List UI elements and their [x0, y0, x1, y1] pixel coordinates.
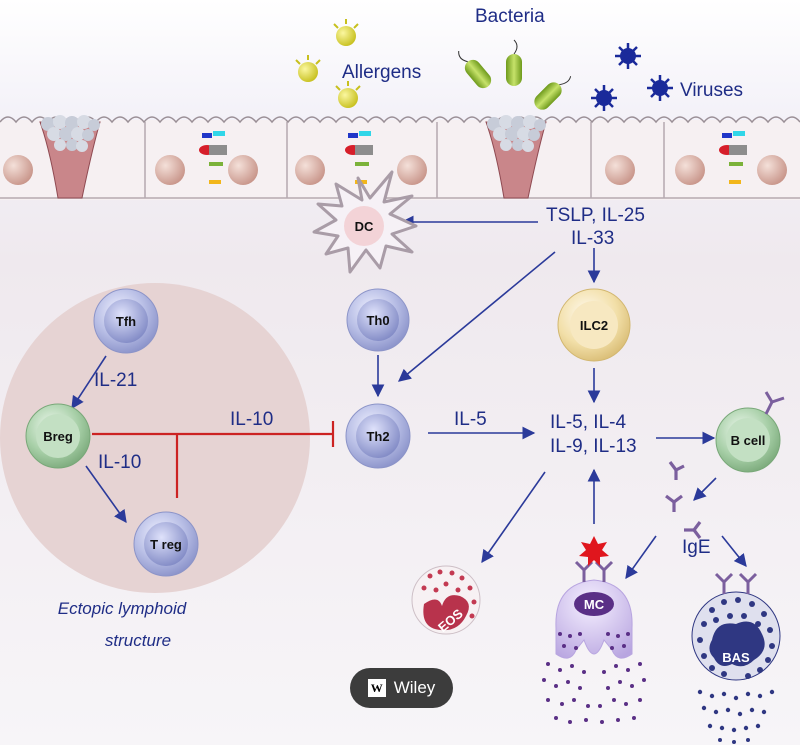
arrow-cytokines-to-eos — [481, 471, 546, 564]
label-viruses: Viruses — [680, 80, 743, 101]
arrow-breg-to-treg — [85, 465, 127, 524]
label-ectopic-2: structure — [105, 631, 171, 650]
virus-particles — [591, 43, 673, 111]
label-cytokines-2: IL-9, IL-13 — [550, 436, 637, 457]
allergen-icon — [295, 55, 321, 82]
tfh-label: Tfh — [116, 314, 136, 329]
label-il33: IL-33 — [571, 228, 614, 249]
bacterium-icon — [458, 50, 492, 89]
arrows — [71, 215, 747, 580]
bacterium-icon — [534, 76, 572, 110]
goblet-cell-right — [485, 115, 547, 199]
label-il21: IL-21 — [94, 370, 137, 391]
label-cytokines-1: IL-5, IL-4 — [550, 412, 626, 433]
bacterium-icon — [506, 39, 522, 86]
th2-label: Th2 — [366, 429, 389, 444]
label-bacteria: Bacteria — [475, 6, 545, 27]
virus-icon — [615, 43, 641, 69]
bas-label: BAS — [722, 650, 750, 665]
ige-antibodies — [665, 461, 702, 539]
wiley-badge-label: Wiley — [393, 678, 436, 697]
b-cell: B cell — [715, 391, 785, 473]
label-il10: IL-10 — [98, 452, 141, 473]
eosinophil: EOS — [411, 565, 481, 635]
allergen-icon — [335, 81, 361, 108]
wiley-logo-icon: W — [367, 679, 386, 697]
virus-icon — [591, 85, 617, 111]
il10-inhibition — [92, 421, 335, 498]
ilc2-label: ILC2 — [580, 318, 608, 333]
arrow-ige-to-mc — [625, 535, 657, 580]
th0-label: Th0 — [366, 313, 389, 328]
bcell-label: B cell — [731, 433, 766, 448]
epithelium — [0, 115, 800, 200]
ige-icon — [665, 494, 683, 512]
arrow-bcell-to-ige — [693, 477, 717, 501]
allergen-particles — [295, 19, 361, 108]
allergen-icon — [333, 19, 359, 46]
label-ectopic-1: Ectopic lymphoid — [58, 599, 187, 618]
tight-junction-1 — [199, 131, 227, 184]
treg-label: T reg — [150, 537, 182, 552]
tfh-cell: Tfh — [93, 288, 159, 354]
arrow-tfh-to-breg — [71, 355, 107, 410]
arrow-ige-to-bas — [721, 535, 747, 567]
arrow-il33-to-th2 — [398, 251, 556, 382]
wiley-badge[interactable]: W Wiley — [350, 668, 453, 708]
ige-icon — [684, 521, 702, 539]
ige-icon — [668, 461, 685, 480]
bcr-icon — [764, 391, 785, 415]
ectopic-lymphoid-structure — [0, 283, 310, 593]
dendritic-cell: DC — [312, 170, 418, 274]
basophil: BAS — [691, 572, 781, 744]
epithelial-nuclei — [3, 155, 787, 185]
th0-cell: Th0 — [346, 288, 410, 352]
treg-cell: T reg — [133, 511, 199, 577]
goblet-cell-left — [39, 115, 101, 199]
label-il5: IL-5 — [454, 409, 487, 430]
tight-junction-3 — [719, 131, 747, 184]
label-ige: IgE — [682, 537, 711, 558]
basophil-degranulation — [697, 689, 775, 744]
bacteria-particles — [458, 39, 572, 110]
label-tslp-il25: TSLP, IL-25 — [546, 205, 645, 226]
virus-icon — [647, 75, 673, 101]
eosinophil-granules — [421, 569, 477, 619]
bas-fce-receptors — [714, 572, 758, 594]
breg-cell: Breg — [25, 403, 91, 469]
basophil-granules — [697, 597, 775, 679]
mc-label: MC — [584, 597, 605, 612]
label-allergens: Allergens — [342, 62, 421, 83]
th2-cell: Th2 — [345, 403, 411, 469]
mast-cell-degranulation — [542, 632, 646, 724]
label-il10-inhibition: IL-10 — [230, 409, 273, 430]
mast-cell: MC — [542, 536, 646, 724]
allergen-crosslink-icon — [579, 536, 609, 566]
ilc2-cell: ILC2 — [557, 288, 631, 362]
dc-label: DC — [355, 219, 374, 234]
breg-label: Breg — [43, 429, 73, 444]
